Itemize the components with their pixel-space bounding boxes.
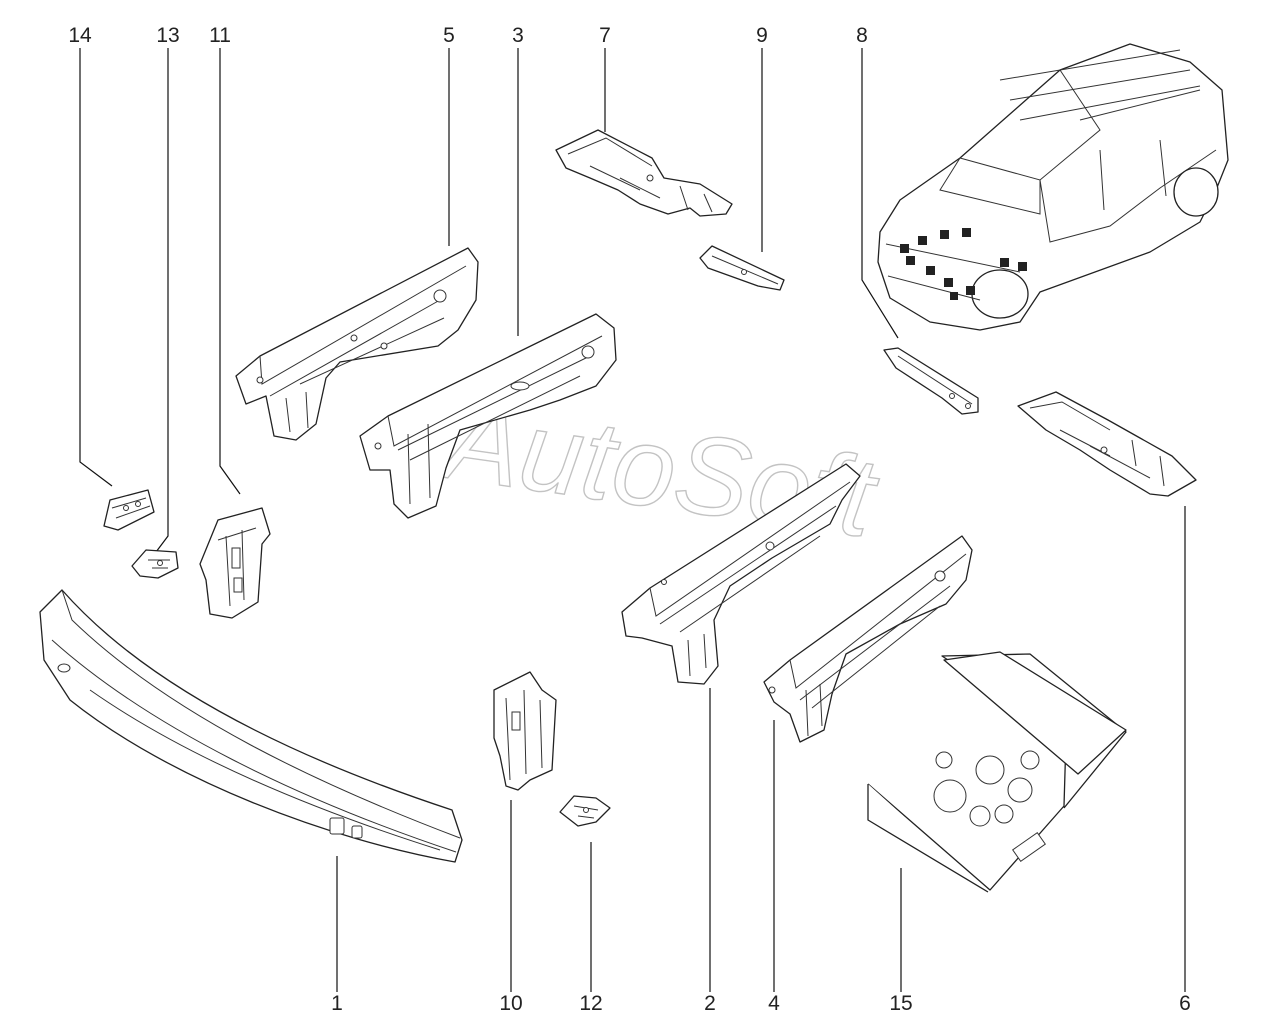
callout-label-13: 13	[156, 24, 179, 47]
callout-label-3: 3	[512, 24, 524, 47]
leader-13	[155, 48, 169, 553]
callout-label-12: 12	[579, 992, 602, 1015]
part-7-upper-panel	[555, 129, 733, 217]
callout-label-1: 1	[331, 992, 343, 1015]
part-11-bracket	[199, 507, 271, 619]
callout-label-5: 5	[443, 24, 455, 47]
callout-label-11: 11	[209, 24, 231, 47]
part-8-angle-bracket	[883, 347, 979, 415]
part-10-bracket	[493, 671, 557, 791]
part-1-bumper-beam	[39, 589, 463, 863]
callout-label-4: 4	[768, 992, 780, 1015]
part-6-side-panel	[1017, 391, 1197, 497]
vehicle-illustration	[877, 43, 1229, 331]
callout-label-7: 7	[599, 24, 611, 47]
leader-11	[219, 48, 241, 495]
part-12-clip	[559, 795, 611, 827]
callout-label-9: 9	[756, 24, 768, 47]
part-2-side-member	[621, 463, 861, 685]
leader-lines	[79, 48, 1186, 992]
callout-label-10: 10	[499, 992, 522, 1015]
callout-label-15: 15	[889, 992, 912, 1015]
callout-label-2: 2	[704, 992, 716, 1015]
callout-label-8: 8	[856, 24, 868, 47]
part-3-side-member	[359, 313, 617, 519]
part-15-fastener-kit-box	[867, 651, 1127, 893]
leader-8	[861, 48, 899, 339]
leader-14	[79, 48, 113, 487]
callout-label-14: 14	[68, 24, 92, 47]
callout-label-6: 6	[1179, 992, 1191, 1015]
part-14-bracket	[103, 489, 155, 531]
part-13-bracket	[131, 549, 179, 579]
part-9-angle-bracket	[699, 245, 785, 291]
part-4-side-member	[763, 535, 973, 743]
part-5-side-member	[235, 247, 479, 441]
